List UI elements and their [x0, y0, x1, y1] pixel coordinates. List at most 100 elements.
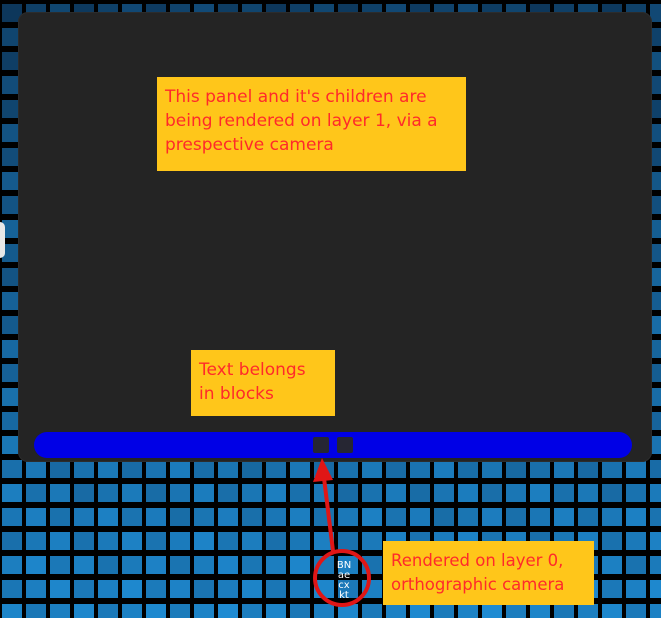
tile	[242, 460, 262, 478]
tile	[362, 604, 382, 618]
tile	[650, 508, 661, 526]
tile	[290, 484, 310, 502]
tile	[170, 484, 190, 502]
tile	[2, 388, 22, 406]
tile	[50, 484, 70, 502]
tile	[74, 580, 94, 598]
tile	[122, 484, 142, 502]
tile	[2, 580, 22, 598]
tile	[338, 532, 358, 550]
tile	[98, 460, 118, 478]
tile	[2, 484, 22, 502]
tile	[650, 388, 661, 406]
tile	[122, 532, 142, 550]
tile	[650, 4, 661, 22]
tile	[2, 100, 22, 118]
tile	[50, 508, 70, 526]
tile	[602, 604, 622, 618]
tile	[26, 556, 46, 574]
tile	[554, 508, 574, 526]
tile	[218, 460, 238, 478]
tile	[650, 52, 661, 70]
tile	[554, 604, 574, 618]
tile	[242, 532, 262, 550]
tile	[506, 604, 526, 618]
tile	[2, 412, 22, 430]
text-block-annotation: Text belongs in blocks	[191, 350, 335, 416]
tile	[266, 460, 286, 478]
tile	[578, 508, 598, 526]
tile	[2, 4, 22, 22]
tile	[266, 484, 286, 502]
tile	[218, 532, 238, 550]
tile	[434, 604, 454, 618]
tile	[2, 604, 22, 618]
tile	[290, 460, 310, 478]
tile	[650, 76, 661, 94]
tile	[530, 604, 550, 618]
tile	[2, 316, 22, 334]
tile	[458, 604, 478, 618]
tile	[122, 460, 142, 478]
tile	[50, 604, 70, 618]
tile	[26, 484, 46, 502]
tile	[626, 604, 646, 618]
tile	[266, 508, 286, 526]
tile	[2, 508, 22, 526]
text-block-left[interactable]	[313, 437, 329, 453]
tile	[602, 580, 622, 598]
tile	[554, 484, 574, 502]
tile	[530, 460, 550, 478]
layer-annotation: Rendered on layer 0, orthographic camera	[383, 541, 594, 605]
tile	[2, 556, 22, 574]
tile	[458, 484, 478, 502]
tile	[218, 484, 238, 502]
tile	[410, 604, 430, 618]
tile	[2, 76, 22, 94]
tile	[218, 580, 238, 598]
tile	[602, 556, 622, 574]
tile	[242, 580, 262, 598]
tile	[194, 604, 214, 618]
tile	[458, 508, 478, 526]
tile	[482, 604, 502, 618]
tile	[482, 460, 502, 478]
tile	[2, 364, 22, 382]
tile	[290, 508, 310, 526]
tile	[146, 556, 166, 574]
tile	[122, 556, 142, 574]
panel-bottom-bar	[34, 432, 632, 458]
tile	[26, 508, 46, 526]
tile	[650, 244, 661, 262]
tile	[338, 460, 358, 478]
tile	[650, 340, 661, 358]
tile	[650, 292, 661, 310]
tile	[482, 484, 502, 502]
tile	[650, 484, 661, 502]
tile	[266, 556, 286, 574]
tile	[50, 532, 70, 550]
tile	[578, 460, 598, 478]
tile	[2, 340, 22, 358]
tile	[146, 604, 166, 618]
tile	[26, 460, 46, 478]
tile	[122, 580, 142, 598]
tile	[170, 460, 190, 478]
tile	[314, 484, 334, 502]
tile	[650, 412, 661, 430]
tile	[26, 604, 46, 618]
tile	[122, 604, 142, 618]
tile	[650, 604, 661, 618]
tile	[626, 532, 646, 550]
tile	[338, 484, 358, 502]
text-block-right[interactable]	[337, 437, 353, 453]
tile	[194, 556, 214, 574]
tile	[482, 508, 502, 526]
tile	[146, 460, 166, 478]
tile	[602, 508, 622, 526]
tile	[386, 484, 406, 502]
tile	[146, 580, 166, 598]
tile	[650, 556, 661, 574]
tile	[362, 508, 382, 526]
